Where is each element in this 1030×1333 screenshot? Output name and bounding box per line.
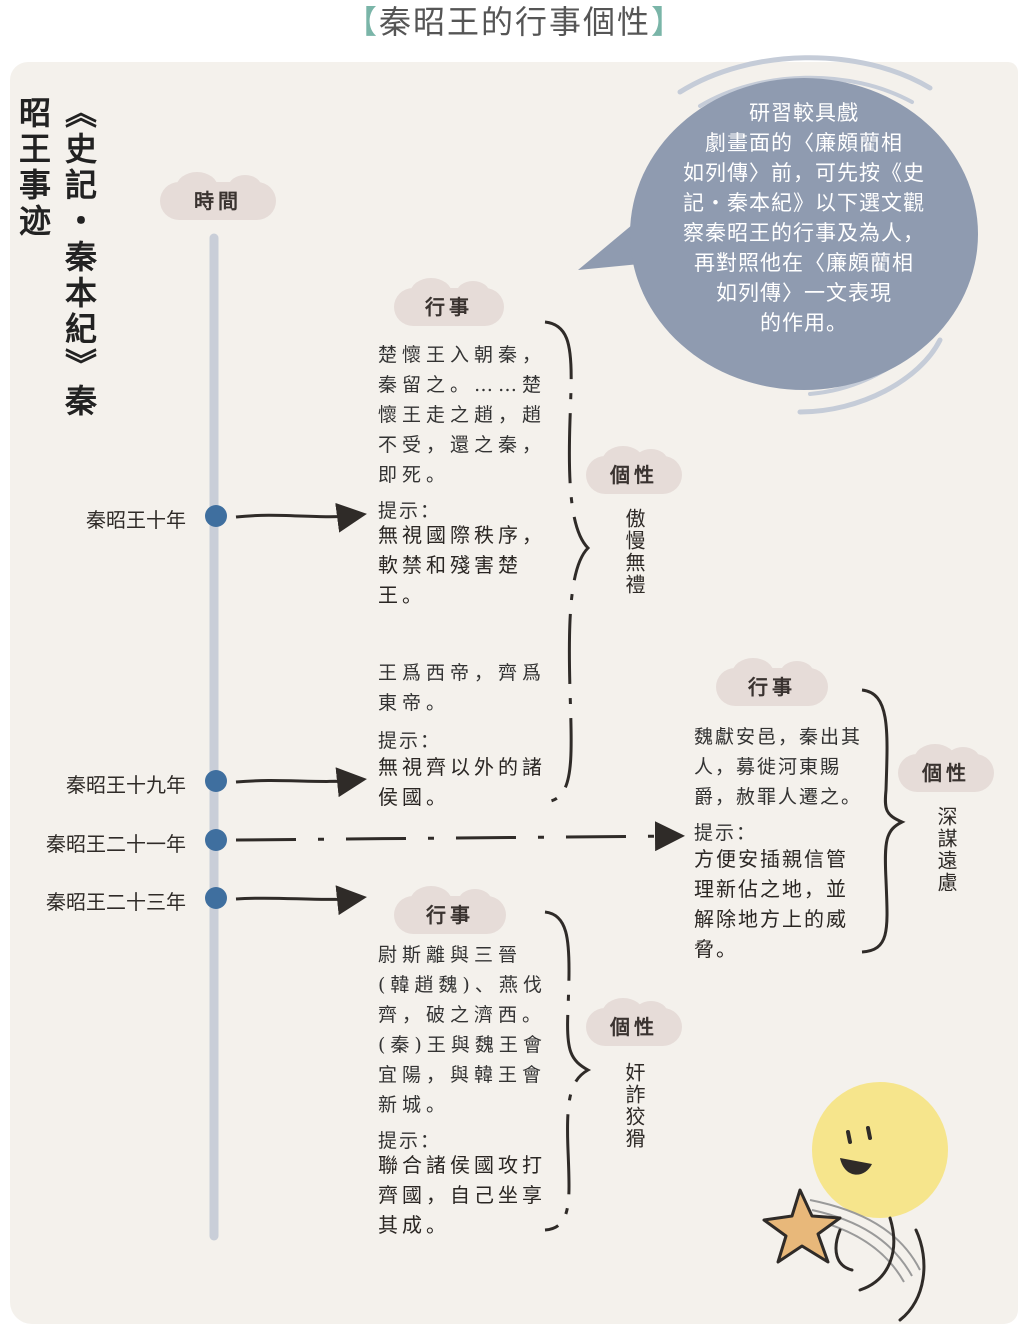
deeds-label: 行事 <box>394 288 504 326</box>
year-label: 秦昭王二十三年 <box>0 886 186 915</box>
trait-text: 深謀遠慮 <box>932 806 961 894</box>
hint-text: 無視國際秩序， 軟禁和殘害楚 王。 <box>378 520 548 610</box>
moon-star-illustration <box>740 1080 970 1330</box>
hint-label: 提示： <box>378 726 441 753</box>
hint-label: 提示： <box>694 818 757 845</box>
event-text: 楚懷王入朝秦， 秦留之。……楚 懷王走之趙，趙 不受，還之秦， 即死。 <box>378 340 548 490</box>
year-label: 秦昭王二十一年 <box>0 828 186 857</box>
hint-label: 提示： <box>378 496 441 523</box>
trait-label: 個性 <box>586 456 682 494</box>
hint-text: 方便安插親信管 理新佔之地，並 解除地方上的威 脅。 <box>694 844 866 964</box>
event-text: 尉斯離與三晉 (韓趙魏)、燕伐 齊，破之濟西。 (秦)王與魏王會 宜陽，與韓王會… <box>378 940 548 1120</box>
trait-text: 傲慢無禮 <box>620 508 649 596</box>
trait-label: 個性 <box>898 754 994 792</box>
year-label: 秦昭王十年 <box>0 504 186 533</box>
trait-text: 奸詐狡猾 <box>620 1062 649 1150</box>
event-text: 魏獻安邑，秦出其 人，募徙河東賜 爵，赦罪人遷之。 <box>694 722 866 812</box>
deeds-label: 行事 <box>394 896 506 934</box>
hint-label: 提示： <box>378 1126 441 1153</box>
hint-text: 聯合諸侯國攻打 齊國，自己坐享 其成。 <box>378 1150 548 1240</box>
event-text: 王爲西帝，齊爲 東帝。 <box>378 658 548 718</box>
trait-label: 個性 <box>586 1008 682 1046</box>
year-label: 秦昭王十九年 <box>0 769 186 798</box>
hint-text: 無視齊以外的諸 侯國。 <box>378 752 548 812</box>
deeds-label: 行事 <box>716 668 828 706</box>
time-label: 時間 <box>160 182 276 220</box>
